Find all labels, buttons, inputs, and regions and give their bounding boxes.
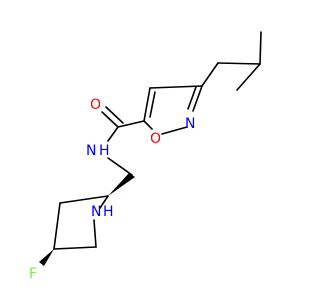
atom-label-pyrrolidine-nitrogen: N [91,204,101,220]
bond-pyrrolidine-n-c5 [93,219,97,248]
atom-label-amide-hydrogen: H [99,143,110,159]
bond-carbonyl-n [107,126,119,142]
bond-ring-o-c5 [143,120,153,130]
bond-ring-c3-n-double [187,86,197,110]
bond-ring-n-o [161,126,188,135]
atom-label-pyrrolidine-hydrogen: H [103,204,114,220]
bond-n-ch2 [107,157,133,176]
bond-pyrrolidine-c5-c4 [53,246,97,250]
atom-label-fluorine: F [29,266,37,282]
bond-pyrrolidine-c3-c2 [59,195,109,204]
bond-methyl-2 [236,63,261,91]
atom-label-ring-nitrogen: N [185,116,195,132]
wedge-bond-c4-f [39,249,54,266]
bond-ring-c4-c3 [149,85,203,89]
bond-c5-carbonyl [117,120,145,128]
bond-ring-c5-c4-double [149,91,156,118]
bond-isobutyl-ch [217,62,261,65]
bond-pyrrolidine-c4-c3 [53,202,61,250]
atom-label-carbonyl-oxygen: O [90,97,101,113]
atom-label-ring-oxygen: O [150,131,161,147]
wedge-bond-c2-ch2 [108,173,135,196]
bond-pyrrolidine-c2-n [99,195,109,209]
atom-label-amide-nitrogen: N [86,143,96,159]
bond-methyl-1 [259,31,262,65]
bond-carbonyl-double-2 [105,106,124,124]
atom-labels: O N H O N N H F [29,97,195,282]
molecule-structure: O N H O N N H F [29,31,262,282]
bond-ring-c5-c4 [143,87,151,122]
bond-carbonyl-double-1 [101,111,119,128]
bond-isobutyl-ch2 [201,62,219,87]
bond-ring-c3-n [192,85,203,112]
bonds [53,31,262,250]
